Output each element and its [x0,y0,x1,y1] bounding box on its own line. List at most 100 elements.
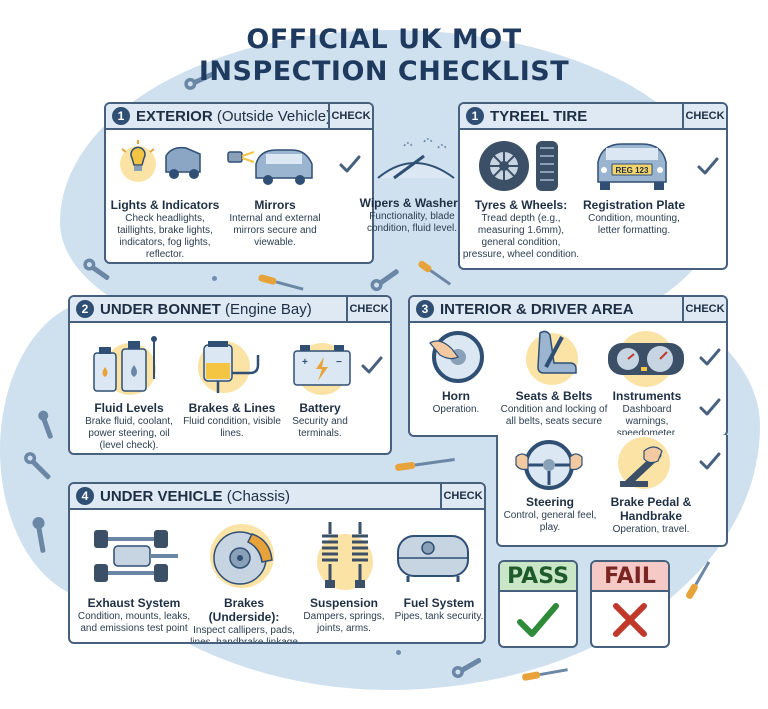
section-exterior: 1 EXTERIOR (Outside Vehicle) CHECK Light… [104,102,374,264]
checklist-item: Mirrors Internal and external mirrors se… [220,198,330,249]
tyre-icon [479,141,558,191]
item-description: Dampers, springs, joints, arms. [303,611,385,634]
checklist-item: Brakes & Lines Fluid condition, visible … [182,401,282,440]
section-title: TYREEL TIRE [490,108,587,125]
section-subtitle: (Outside Vehicle) [216,108,332,125]
wrench-icon [184,71,215,90]
battery-icon: + − [293,343,351,395]
section-interior: 3 INTERIOR & DRIVER AREA CHECK Horn Oper… [408,295,728,437]
section-title-text: UNDER VEHICLE [100,488,223,505]
checklist-item: Lights & Indicators Check headlights, ta… [110,198,220,261]
checkmark-icon [699,348,721,366]
section-title-text: TYREEL TIRE [490,108,588,125]
checkmark-icon [697,157,719,175]
item-description: Operation, travel. [612,524,690,535]
checklist-item: Suspension Dampers, springs, joints, arm… [296,596,392,635]
wrench-icon [451,658,482,678]
pass-label: PASS [500,562,576,592]
fuel-tank-icon [397,535,469,582]
check-column-header: CHECK [346,297,390,321]
item-name: Suspension [309,596,378,610]
checkmark-icon [339,155,361,173]
item-name: Mirrors [254,198,296,212]
headlight-icon [120,140,201,182]
checklist-item: Exhaust System Condition, mounts, leaks,… [74,596,194,635]
plate-text: REG 123 [616,166,649,175]
item-name: Fuel System [403,596,475,610]
horn-steering-wheel-icon [429,331,484,383]
checklist-item: Brakes (Underside): Inspect callipers, p… [188,596,300,644]
checklist-item: Instruments Dashboard warnings, speedome… [600,389,694,437]
section-header: 4 UNDER VEHICLE (Chassis) CHECK [70,484,484,510]
section-title-text: UNDER BONNET [100,301,221,318]
wrench-icon [38,410,53,439]
checkmark-icon [699,398,721,416]
check-column-header: CHECK [682,297,726,321]
item-description: Dashboard warnings, speedometer. [616,404,678,437]
item-name: Lights & Indicators [110,198,220,212]
section-tyres: 1 TYREEL TIRE CHECK Tyres & Wheels: Trea… [458,102,728,270]
item-description: Operation. [432,404,480,415]
windscreen-wiper-icon [377,138,455,180]
checklist-item: Registration Plate Condition, mounting, … [578,198,690,237]
item-description: Condition and locking of all belts, seat… [500,404,608,427]
decor-dot [396,650,401,655]
section-under-bonnet: 2 UNDER BONNET (Engine Bay) CHECK Fluid … [68,295,392,455]
pass-check-icon [517,603,559,637]
item-description: Internal and external mirrors secure and… [229,213,321,248]
registration-plate-icon: REG 123 [597,143,667,190]
checklist-item: Fuel System Pipes, tank security. [392,596,484,623]
item-name: Brake Pedal & Handbrake [610,495,692,523]
fail-label: FAIL [592,562,668,592]
brake-disc-icon [210,524,274,588]
fail-result-box[interactable]: FAIL [590,560,670,648]
item-description: Pipes, tank security. [394,611,484,622]
fail-cross-icon [613,603,647,637]
screwdriver-icon [686,561,710,599]
section-number: 4 [76,487,94,505]
item-description: Control, general feel, play. [503,510,597,533]
item-name: Brakes & Lines [188,401,276,415]
checkmark-icon [699,452,721,470]
checklist-item: Fluid Levels Brake fluid, coolant, power… [76,401,182,452]
section-header: 1 TYREEL TIRE CHECK [460,104,726,130]
check-column-header: CHECK [682,104,726,128]
item-description: Fluid condition, visible lines. [183,416,281,439]
item-name: Steering [525,495,574,509]
handbrake-icon [618,437,670,489]
item-description: Tread depth (e.g., measuring 1.6mm), gen… [462,213,580,260]
item-description: Condition, mounting, letter formatting. [588,213,680,236]
car-mirror-icon [227,149,313,185]
item-name: Brakes (Underside): [208,596,280,624]
decor-dot [212,276,217,281]
exhaust-chassis-icon [94,530,178,582]
svg-text:+: + [302,357,308,368]
item-name: Instruments [612,389,682,403]
screwdriver-icon [522,668,568,681]
item-name: Exhaust System [87,596,181,610]
section-subtitle: (Engine Bay) [225,301,312,318]
section-title: INTERIOR & DRIVER AREA [440,301,634,318]
item-description: Brake fluid, coolant, power steering, oi… [85,416,173,451]
section-subtitle: (Chassis) [226,488,291,505]
section-number: 2 [76,300,94,318]
screwdriver-icon [418,260,452,286]
screwdriver-icon [258,274,304,291]
section-number: 3 [416,300,434,318]
checklist-item: Battery Security and terminals. [280,401,360,440]
item-description: Inspect callipers, pads, lines, handbrak… [190,625,298,644]
car-seat-belt-icon [526,330,578,385]
item-description: Security and terminals. [292,416,348,439]
section-header: 3 INTERIOR & DRIVER AREA CHECK [410,297,726,323]
section-number: 1 [466,107,484,125]
section-under-vehicle: 4 UNDER VEHICLE (Chassis) CHECK Exhaust … [68,482,486,644]
wrench-icon [24,452,51,480]
page-title: INSPECTION CHECKLIST [198,56,570,87]
pass-result-box[interactable]: PASS [498,560,578,648]
check-column-header: CHECK [440,484,484,508]
fluid-bottles-icon [93,336,157,395]
page-title: OFFICIAL UK MOT [246,24,522,55]
section-number: 1 [112,107,130,125]
checkmark-icon [361,356,383,374]
brake-fluid-reservoir-icon [198,341,260,393]
